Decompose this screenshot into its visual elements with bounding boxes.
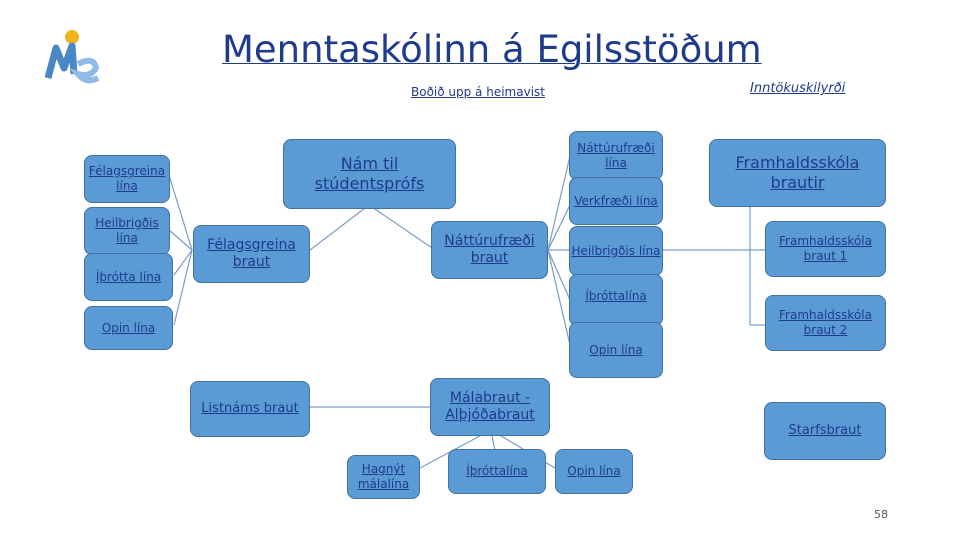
framhaldsskola-braut-1-box[interactable]: Framhaldsskóla braut 1	[765, 221, 886, 277]
opin-lina-bottom-box[interactable]: Opin lína	[555, 449, 633, 494]
ithrottalina-mid-box[interactable]: Íþróttalína	[569, 274, 663, 326]
school-logo	[42, 28, 102, 94]
malabraut-box[interactable]: Málabraut - Alþjóðabraut	[430, 378, 550, 436]
heilbrigdis-lina-right-box[interactable]: Heilbrigðis lína	[569, 226, 663, 276]
framhaldsskola-braut-2-box[interactable]: Framhaldsskóla braut 2	[765, 295, 886, 351]
listnams-braut-box[interactable]: Listnáms braut	[190, 381, 310, 437]
dormitory-link[interactable]: Boðið upp á heimavist	[411, 85, 545, 99]
felagsgreina-lina-box[interactable]: Félagsgreina lína	[84, 155, 170, 203]
page-number: 58	[874, 508, 888, 521]
opin-lina-mid-box[interactable]: Opin lína	[569, 322, 663, 378]
opin-lina-left-box[interactable]: Opin lína	[84, 306, 173, 350]
framhaldsskola-brautir-box[interactable]: Framhaldsskóla brautir	[709, 139, 886, 207]
hagnyt-malalina-box[interactable]: Hagnýt málalína	[347, 455, 420, 499]
felagsgreina-braut-box[interactable]: Félagsgreina braut	[193, 225, 310, 283]
ithrotta-lina-left-box[interactable]: Íþrótta lína	[84, 253, 173, 301]
natturufraedi-braut-box[interactable]: Náttúrufræði braut	[431, 221, 548, 279]
ithrottalina-bottom-box[interactable]: Íþróttalína	[448, 449, 546, 494]
natturufraedi-lina-box[interactable]: Náttúrufræði lína	[569, 131, 663, 180]
page-title[interactable]: Menntaskólinn á Egilsstöðum	[222, 28, 762, 71]
starfsbraut-box[interactable]: Starfsbraut	[764, 402, 886, 460]
admission-requirements-link[interactable]: Inntökuskilyrði	[750, 81, 846, 96]
verkfraedi-lina-box[interactable]: Verkfræði lína	[569, 177, 663, 225]
nam-til-studentsprofs-box[interactable]: Nám til stúdentsprófs	[283, 139, 456, 209]
heilbrigdis-lina-left-box[interactable]: Heilbrigðis lína	[84, 207, 170, 255]
